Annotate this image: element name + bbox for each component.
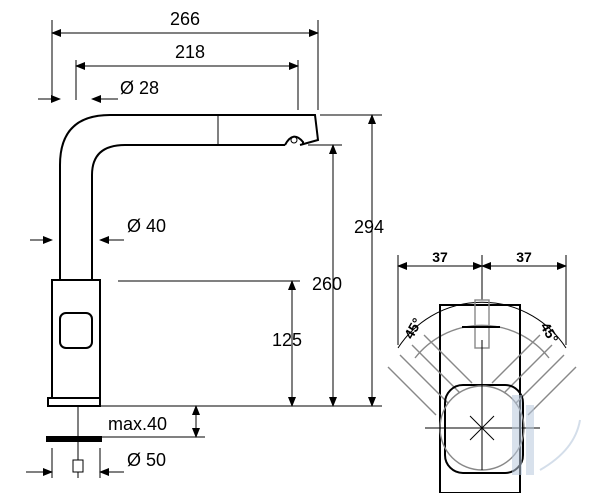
dim-max-deck: max.40: [108, 414, 167, 434]
rotated-spout-right: [491, 334, 577, 416]
rotated-spout-left: [387, 334, 473, 416]
dim-spout-height: 260: [312, 274, 342, 294]
dimension-lines: 266 218 Ø 28 Ø 40 294 260 125 max.40: [26, 9, 384, 478]
dim-body-diameter: Ø 40: [127, 216, 166, 236]
spout-outline-inner: [91, 144, 285, 280]
dim-total-height: 294: [354, 217, 384, 237]
angle-left: 45°: [401, 315, 425, 341]
aerator: [284, 135, 304, 146]
top-dim-left: 37: [432, 249, 448, 265]
body-top-view: [444, 384, 524, 474]
spout-outline-outer: [59, 114, 320, 280]
deck-section: [46, 436, 102, 442]
shank-nut: [72, 459, 84, 473]
dim-lever-height: 125: [272, 330, 302, 350]
base-plate: [47, 397, 101, 407]
dim-hole-diameter: Ø 50: [127, 450, 166, 470]
faucet-side-view: [46, 114, 320, 478]
top-dim-right: 37: [516, 249, 532, 265]
aerator-hole: [290, 136, 298, 144]
dim-spout-reach: 218: [175, 42, 205, 62]
swing-arc: [397, 301, 567, 349]
watermark-logo: [512, 395, 581, 475]
angle-right: 45°: [537, 320, 561, 346]
dim-spout-diameter: Ø 28: [120, 78, 159, 98]
lever: [59, 312, 93, 349]
dim-width-total: 266: [170, 9, 200, 29]
faucet-top-view: 37 37 45° 45°: [387, 249, 577, 493]
